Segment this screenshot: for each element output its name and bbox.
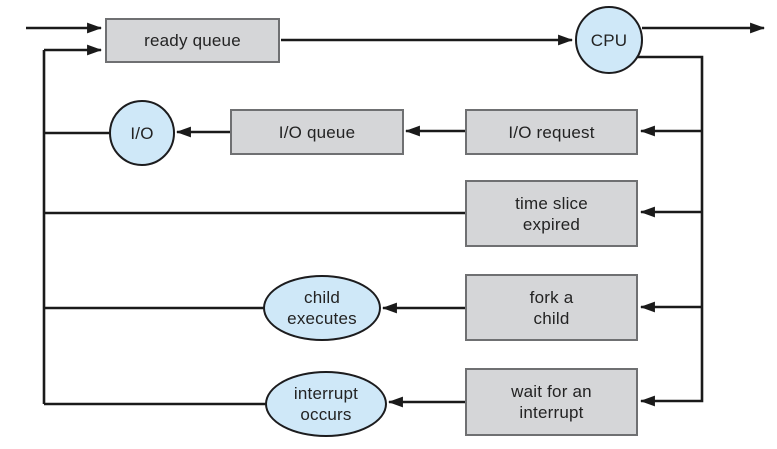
cpu-circle: CPU: [575, 6, 643, 74]
time-slice-expired-label: time slice expired: [515, 193, 588, 234]
interrupt-occurs-ellipse: interrupt occurs: [265, 371, 387, 437]
edge-cpu-to-wait-for-interrupt: [636, 55, 704, 407]
io-request-label: I/O request: [508, 122, 595, 142]
child-executes-label: child executes: [287, 288, 357, 328]
time-slice-expired-box: time slice expired: [465, 180, 638, 247]
wait-for-interrupt-box: wait for an interrupt: [465, 368, 638, 436]
fork-a-child-label: fork a child: [529, 287, 574, 328]
io-queue-label: I/O queue: [278, 122, 356, 142]
child-executes-ellipse: child executes: [263, 275, 381, 341]
io-circle: I/O: [109, 100, 175, 166]
io-queue-box: I/O queue: [230, 109, 404, 155]
ready-queue-label: ready queue: [144, 31, 241, 50]
io-request-box: I/O request: [465, 109, 638, 155]
wait-for-interrupt-label: wait for an interrupt: [511, 382, 592, 422]
io-label: I/O: [130, 123, 154, 143]
ready-queue-box: ready queue: [105, 18, 280, 63]
interrupt-occurs-label: interrupt occurs: [293, 384, 359, 424]
cpu-label: CPU: [590, 30, 628, 50]
fork-a-child-box: fork a child: [465, 274, 638, 341]
